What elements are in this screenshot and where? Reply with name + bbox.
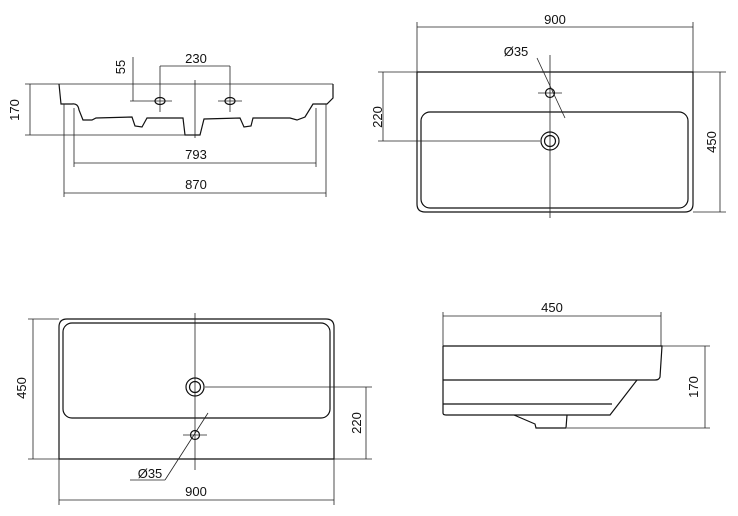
- front-height-label: 170: [7, 99, 22, 121]
- top-depth-label: 450: [704, 131, 719, 153]
- front-hole-spacing-label: 230: [185, 51, 207, 66]
- side-view: 450 170: [442, 300, 710, 429]
- bottom-hole-diameter-label: Ø35: [138, 466, 163, 481]
- front-view: 170 55 230 793 870: [7, 51, 334, 197]
- bottom-depth-label: 450: [14, 377, 29, 399]
- top-hole-diameter-label: Ø35: [504, 44, 529, 59]
- bottom-view: 450 220 Ø35 900: [14, 313, 372, 505]
- bottom-drain-offset-label: 220: [349, 412, 364, 434]
- top-view: 900 450 220 Ø35: [370, 12, 726, 218]
- side-height-label: 170: [686, 376, 701, 398]
- front-outer-width-label: 870: [185, 177, 207, 192]
- front-inner-width-label: 793: [185, 147, 207, 162]
- front-hole-offset-label: 55: [113, 60, 128, 74]
- top-width-label: 900: [544, 12, 566, 27]
- side-depth-label: 450: [541, 300, 563, 315]
- bottom-width-label: 900: [185, 484, 207, 499]
- top-drain-offset-label: 220: [370, 106, 385, 128]
